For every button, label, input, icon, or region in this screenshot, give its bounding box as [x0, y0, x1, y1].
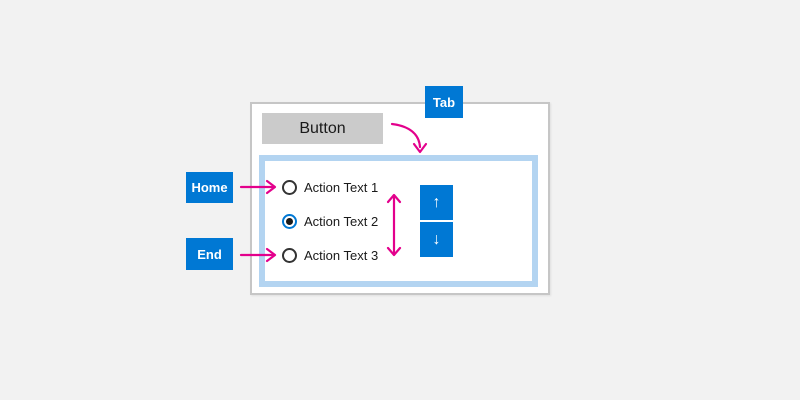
end-key-badge: End [186, 238, 233, 270]
spin-down-button[interactable]: ↓ [420, 222, 453, 257]
spin-up-button[interactable]: ↑ [420, 185, 453, 220]
arrow-down-icon: ↓ [432, 230, 441, 248]
radio-label: Action Text 3 [304, 247, 379, 263]
radio-unselected-icon[interactable] [282, 247, 297, 263]
end-key-label: End [197, 246, 222, 262]
button-control[interactable]: Button [262, 113, 383, 144]
button-label: Button [299, 119, 346, 137]
arrow-up-icon: ↑ [432, 193, 441, 211]
radio-option-3[interactable]: Action Text 3 [282, 247, 378, 263]
tab-key-badge: Tab [425, 86, 463, 118]
tab-key-label: Tab [432, 94, 456, 110]
home-key-badge: Home [186, 172, 233, 203]
radio-option-2[interactable]: Action Text 2 [282, 213, 378, 229]
radio-unselected-icon[interactable] [282, 179, 297, 195]
radio-option-1[interactable]: Action Text 1 [282, 179, 378, 195]
radio-selected-icon[interactable] [282, 213, 297, 229]
radio-label: Action Text 1 [304, 179, 379, 195]
home-key-label: Home [191, 180, 228, 195]
radio-dot [286, 217, 293, 225]
radio-label: Action Text 2 [304, 213, 379, 229]
focus-group-panel [259, 155, 538, 287]
